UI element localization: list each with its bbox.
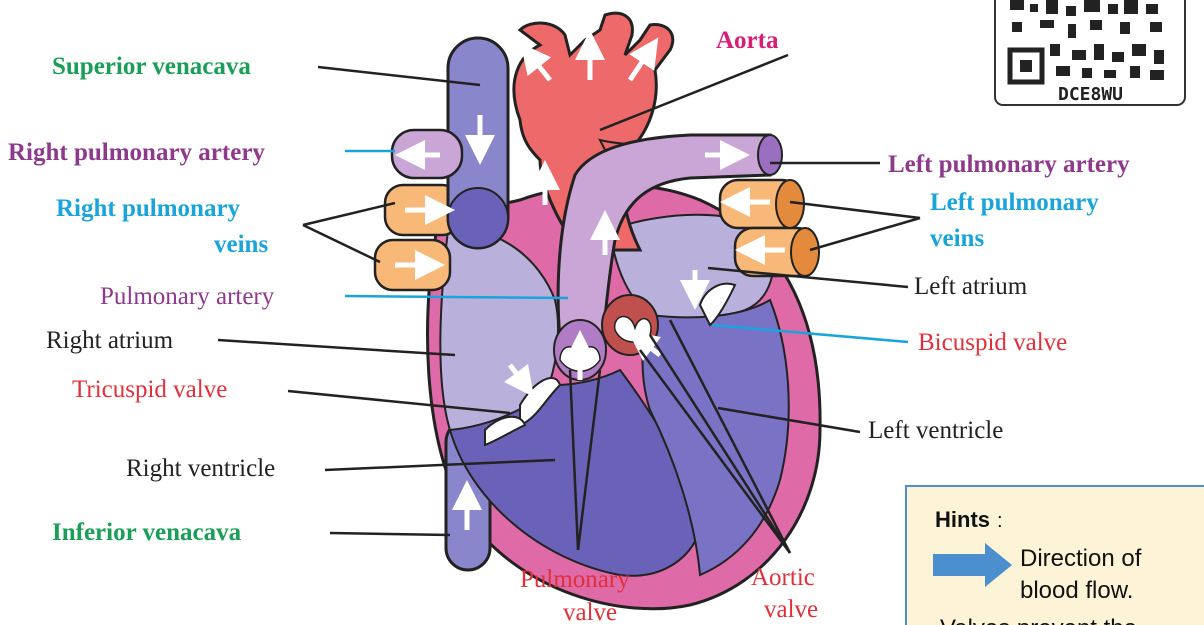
label-pulmonary-artery: Pulmonary artery bbox=[100, 283, 275, 310]
label-aorta: Aorta bbox=[716, 27, 779, 54]
hints-cut-text: Valves prevent the bbox=[940, 615, 1137, 625]
label-pulmonary-valve-line2: valve bbox=[563, 599, 617, 625]
label-left-pulmonary-veins-line2: veins bbox=[930, 225, 984, 252]
hints-box: Hints : Direction of blood flow. Valves … bbox=[906, 486, 1204, 625]
label-superior-venacava: Superior venacava bbox=[52, 53, 251, 80]
hints-colon: : bbox=[997, 510, 1003, 532]
label-right-pulmonary-veins-line1: Right pulmonary bbox=[56, 195, 241, 222]
heart-illustration bbox=[375, 13, 820, 609]
label-aortic-valve-line2: valve bbox=[764, 596, 818, 623]
qr-code: DCE8WU bbox=[995, 0, 1185, 105]
label-bicuspid-valve: Bicuspid valve bbox=[918, 329, 1067, 356]
qr-code-text: DCE8WU bbox=[1058, 84, 1123, 105]
label-pulmonary-valve-line1: Pulmonary bbox=[520, 566, 630, 593]
hints-title: Hints bbox=[935, 507, 990, 532]
label-inferior-venacava: Inferior venacava bbox=[52, 519, 242, 546]
label-left-ventricle: Left ventricle bbox=[868, 417, 1003, 444]
label-right-ventricle: Right ventricle bbox=[126, 455, 275, 482]
label-right-pulmonary-veins-line2: veins bbox=[214, 231, 268, 258]
label-left-atrium: Left atrium bbox=[914, 273, 1028, 300]
label-aortic-valve-line1: Aortic bbox=[751, 564, 815, 591]
label-right-atrium: Right atrium bbox=[46, 327, 174, 354]
label-right-pulmonary-artery: Right pulmonary artery bbox=[8, 139, 265, 166]
hints-arrow-text-line2: blood flow. bbox=[1020, 577, 1133, 604]
label-left-pulmonary-veins-line1: Left pulmonary bbox=[930, 189, 1099, 216]
label-tricuspid-valve: Tricuspid valve bbox=[72, 376, 227, 403]
hints-arrow-text-line1: Direction of bbox=[1020, 545, 1142, 572]
label-left-pulmonary-artery: Left pulmonary artery bbox=[888, 151, 1130, 178]
